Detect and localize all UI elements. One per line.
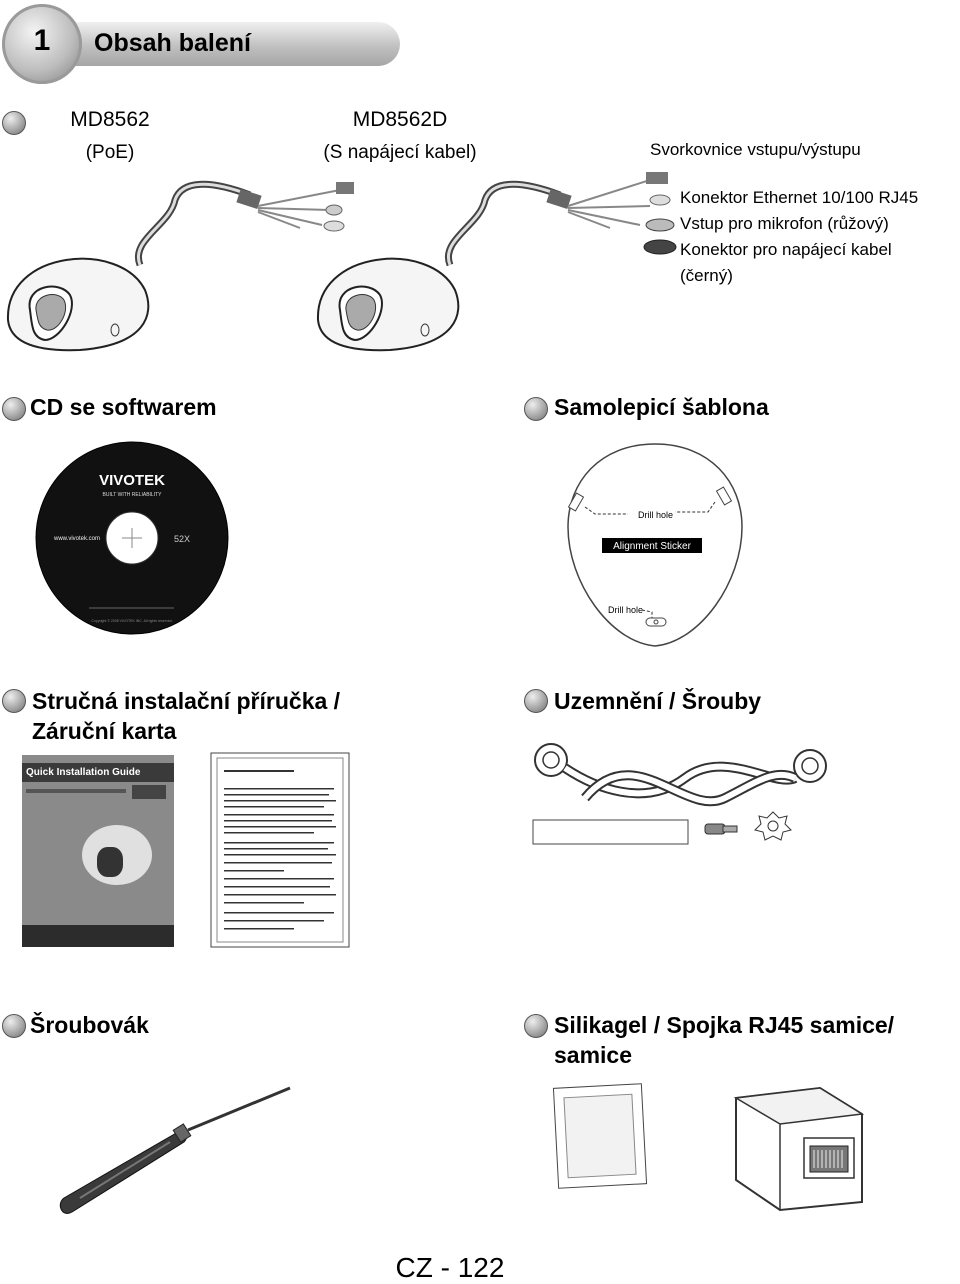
cd-speed: 52X	[174, 534, 190, 544]
model-md8562: MD8562	[70, 108, 150, 131]
bullet-icon	[2, 689, 26, 713]
quick-guide-cover: Quick Installation Guide	[22, 755, 174, 947]
screwdriver-illustration	[59, 1086, 291, 1214]
camera-md8562d-illustration	[316, 172, 677, 352]
page-title: Obsah balení	[94, 29, 251, 57]
section-title-guide-1: Stručná instalační příručka /	[32, 688, 341, 714]
bullet-icon	[2, 111, 26, 135]
bullet-icon	[2, 1014, 26, 1038]
cd-copyright: Copyright © 2008 VIVOTEK INC. All rights…	[91, 619, 172, 623]
connector-power-color-label: (černý)	[680, 266, 733, 285]
cd-website: www.vivotek.com	[53, 536, 100, 542]
camera-md8562-illustration	[6, 180, 354, 352]
section-title-sticker: Samolepicí šablona	[554, 394, 769, 420]
drill-hole-label-bottom: Drill hole	[608, 605, 643, 615]
section-title-guide-2: Záruční karta	[32, 718, 177, 744]
silica-gel-pack-illustration	[552, 1083, 648, 1189]
section-title-screwdriver: Šroubovák	[30, 1012, 149, 1038]
model-md8562d-sub: (S napájecí kabel)	[323, 142, 477, 163]
cd-tagline: BUILT WITH RELIABILITY	[103, 492, 163, 498]
cd-brand: VIVOTEK	[99, 472, 165, 489]
section-title-ground: Uzemnění / Šrouby	[554, 688, 762, 714]
model-md8562-sub: (PoE)	[85, 142, 135, 163]
section-title-cd: CD se softwarem	[30, 394, 217, 420]
connector-ethernet-label: Konektor Ethernet 10/100 RJ45	[680, 188, 919, 207]
bullet-icon	[524, 689, 548, 713]
drill-hole-label-top: Drill hole	[638, 510, 673, 520]
sticker-title: Alignment Sticker	[613, 541, 691, 552]
page-number: CZ - 122	[395, 1252, 505, 1283]
model-md8562d: MD8562D	[352, 108, 448, 131]
connector-mic-label: Vstup pro mikrofon (růžový)	[680, 214, 889, 233]
section-title-silica-2: samice	[554, 1042, 633, 1068]
connector-power-label: Konektor pro napájecí kabel	[680, 240, 892, 259]
ground-wire-screws-illustration	[532, 743, 827, 845]
quick-guide-cover-title: Quick Installation Guide	[22, 763, 174, 782]
bullet-icon	[524, 1014, 548, 1038]
alignment-sticker-illustration: Drill hole Alignment Sticker Drill hole	[567, 443, 743, 647]
cd-disc-illustration: VIVOTEK BUILT WITH RELIABILITY www.vivot…	[35, 441, 229, 635]
terminal-label: Svorkovnice vstupu/výstupu	[650, 140, 861, 159]
header-bar	[60, 22, 400, 66]
rj45-coupler-illustration	[733, 1086, 865, 1212]
warranty-card-illustration	[210, 752, 350, 948]
chapter-number-badge: 1	[2, 4, 82, 84]
chapter-number: 1	[33, 24, 51, 57]
bullet-icon	[524, 397, 548, 421]
section-title-silica-1: Silikagel / Spojka RJ45 samice/	[554, 1012, 895, 1038]
bullet-icon	[2, 397, 26, 421]
